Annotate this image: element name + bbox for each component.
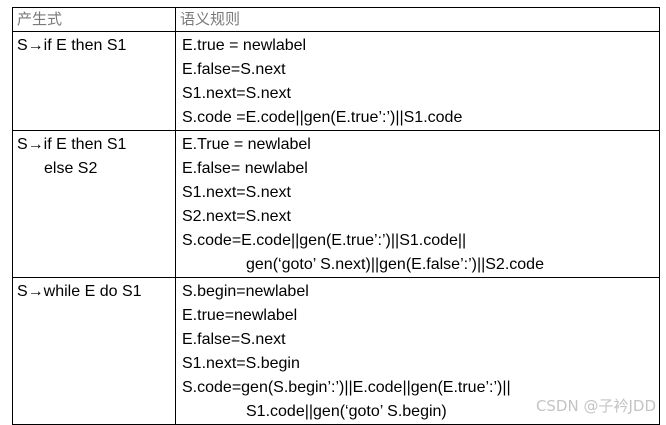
production-text: S→if E then S1 <box>17 37 127 54</box>
semantic-rules-table: 产生式 语义规则 S→if E then S1 E.true = newlabe… <box>12 7 660 425</box>
rule-line: E.true=newlabel <box>182 307 298 324</box>
rule-line: E.false=S.next <box>182 61 286 78</box>
production-text: S→if E then S1 <box>17 136 127 153</box>
table-row: S→while E do S1 S.begin=newlabel E.true=… <box>12 277 660 425</box>
rules-cell: S.begin=newlabel E.true=newlabel E.false… <box>175 277 660 425</box>
rule-line: S2.next=S.next <box>182 208 291 225</box>
rule-line: S.code=gen(S.begin’:’)||E.code||gen(E.tr… <box>182 379 511 396</box>
rule-line-continued: gen(‘goto’ S.next)||gen(E.false’:’)||S2.… <box>246 256 544 273</box>
rule-line: S.code=E.code||gen(E.true’:’)||S1.code|| <box>182 232 467 249</box>
rule-line: E.false=S.next <box>182 331 286 348</box>
table-row: S→if E then S1 E.true = newlabel E.false… <box>12 31 660 131</box>
rule-line: E.true = newlabel <box>182 37 307 54</box>
table-header-row: 产生式 语义规则 <box>12 7 660 32</box>
production-cell: S→while E do S1 <box>12 277 176 425</box>
rule-line: S1.next=S.next <box>182 85 291 102</box>
production-text: S→while E do S1 <box>17 283 142 300</box>
table-row: S→if E then S1 else S2 E.True = newlabel… <box>12 130 660 278</box>
rules-cell: E.true = newlabel E.false=S.next S1.next… <box>175 31 660 131</box>
rule-line: S1.next=S.begin <box>182 355 300 372</box>
production-cell: S→if E then S1 else S2 <box>12 130 176 278</box>
csdn-watermark: CSDN @子衿JDD <box>535 397 656 415</box>
rule-line: S.code =E.code||gen(E.true’:’)||S1.code <box>182 109 463 126</box>
rules-cell: E.True = newlabel E.false= newlabel S1.n… <box>175 130 660 278</box>
production-text-continued: else S2 <box>44 160 98 177</box>
rule-line: S1.next=S.next <box>182 184 291 201</box>
production-cell: S→if E then S1 <box>12 31 176 131</box>
header-semantic-rules: 语义规则 <box>175 7 660 32</box>
rule-line: E.false= newlabel <box>182 160 308 177</box>
header-production: 产生式 <box>12 7 176 32</box>
rule-line: S.begin=newlabel <box>182 283 309 300</box>
rule-line: E.True = newlabel <box>182 136 311 153</box>
rule-line-continued: S1.code||gen(‘goto’ S.begin) <box>246 403 447 420</box>
